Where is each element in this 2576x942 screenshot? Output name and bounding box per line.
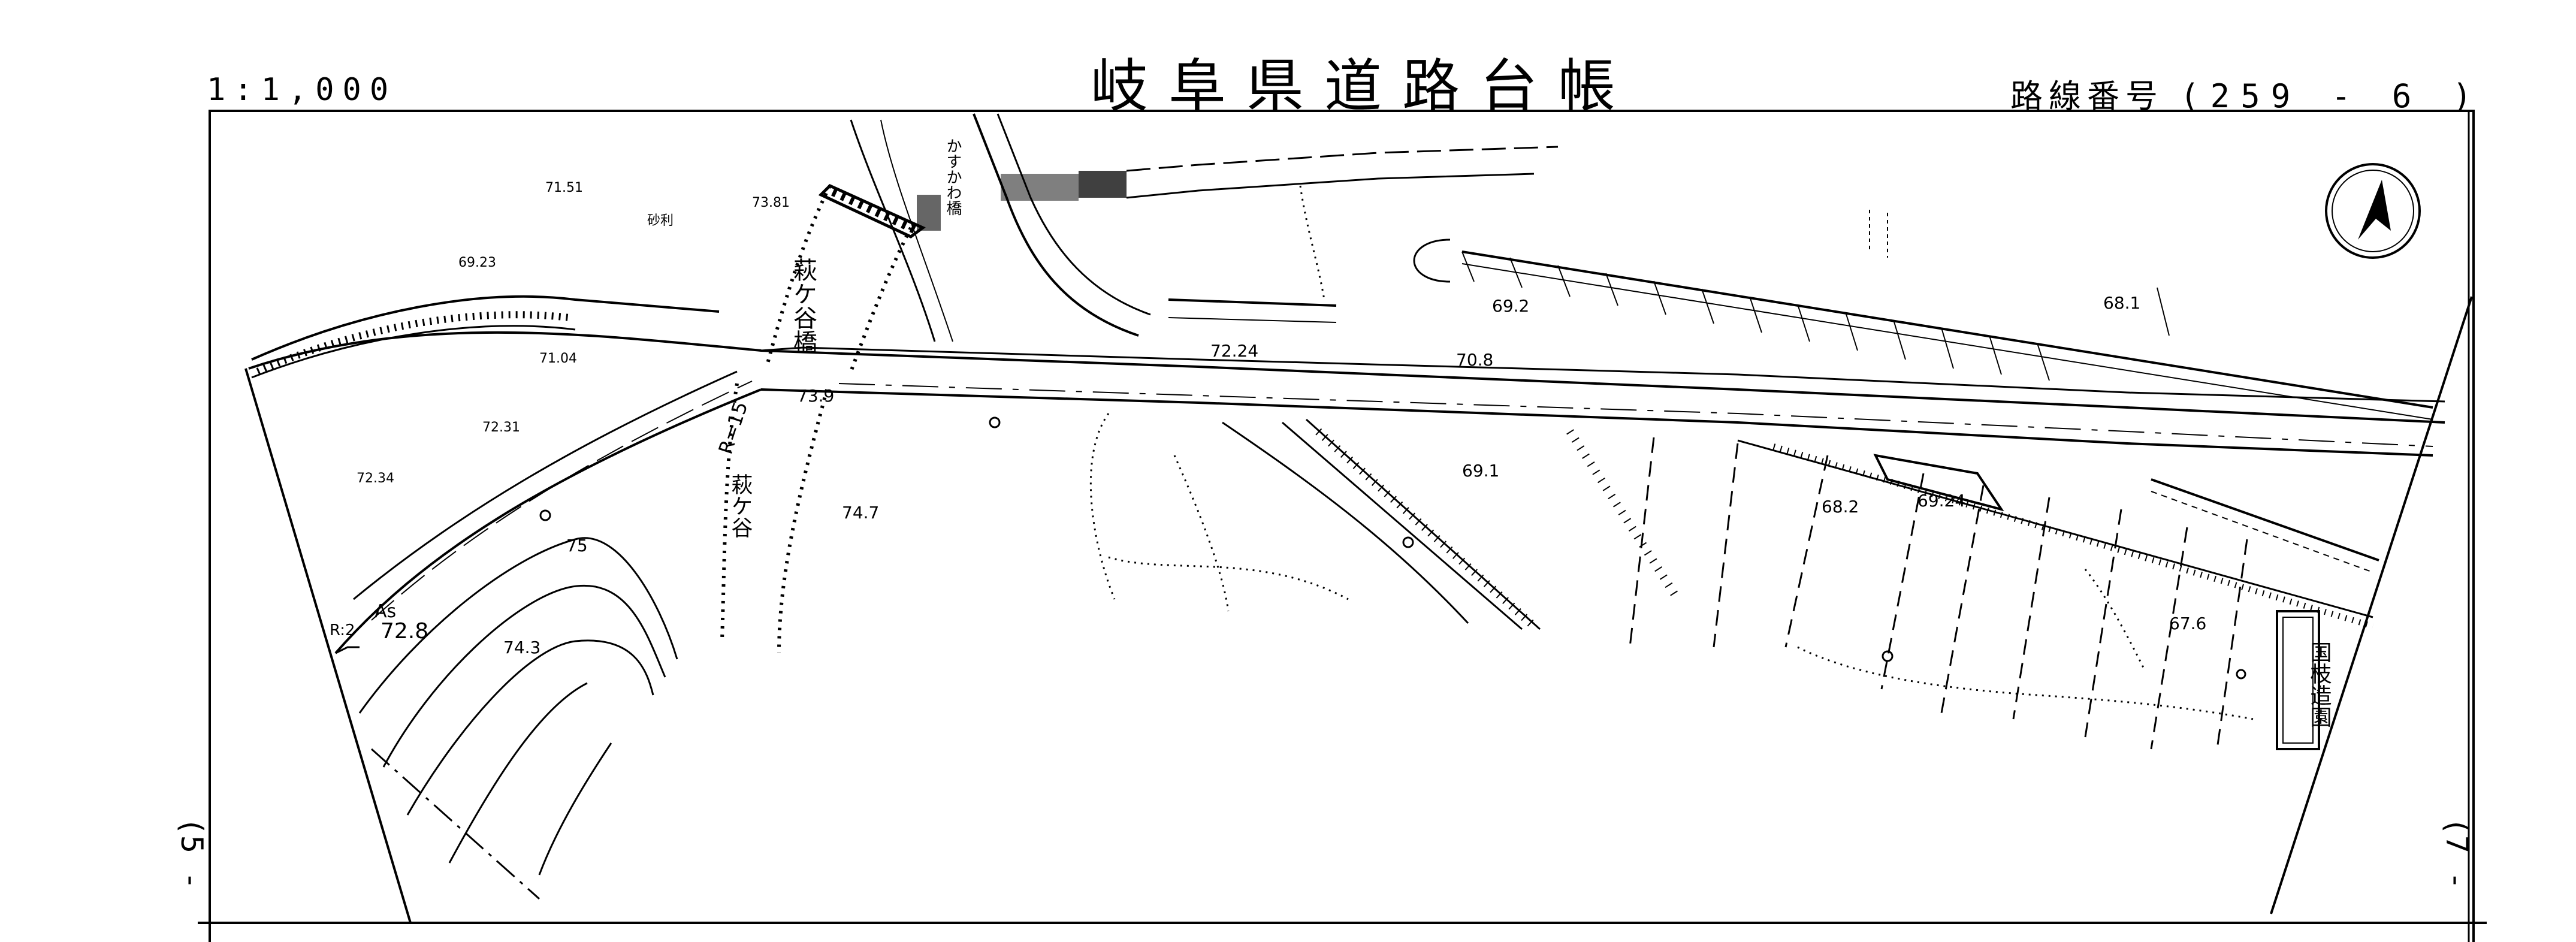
elevation-label: 68.1 bbox=[2103, 293, 2140, 313]
main-road bbox=[248, 331, 2445, 457]
elevation-label: 74.3 bbox=[503, 638, 540, 657]
slope-center bbox=[1222, 418, 1681, 630]
elevation-label: 72.8 bbox=[380, 619, 428, 644]
survey-boundary-right bbox=[2270, 296, 2473, 914]
survey-boundary-left bbox=[244, 368, 412, 923]
elevation-label: 69.2 bbox=[1492, 296, 1529, 316]
contour-lines bbox=[358, 537, 678, 900]
river-hagigaya bbox=[720, 185, 913, 654]
elevation-labels: 71.51 73.81 69.23 71.04 72.31 72.34 72.8… bbox=[357, 180, 2206, 657]
paved-block-top bbox=[1001, 146, 1559, 201]
elevation-label: 71.04 bbox=[539, 351, 577, 366]
route-number-value: (259 - 6 ) bbox=[2180, 77, 2483, 115]
embankment-upper-right bbox=[1168, 210, 2433, 420]
pavement-r-label: R:2 bbox=[330, 621, 355, 639]
embankment-lower-right bbox=[1737, 439, 2379, 629]
north-arrow-icon bbox=[2325, 163, 2421, 259]
map-frame bbox=[209, 110, 2475, 942]
elevation-label: 70.8 bbox=[1456, 350, 1493, 370]
page-title: 岐阜県道路台帳 bbox=[1091, 53, 1636, 120]
north-road bbox=[850, 113, 1151, 342]
approach-road bbox=[334, 370, 762, 654]
elevation-label: 72.34 bbox=[357, 471, 394, 486]
place-labels: 萩ケ谷橋 萩ケ谷 かすかわ橋 国枝造園 R=15 砂利 As R:2 bbox=[330, 138, 2332, 727]
elevation-label: 72.24 bbox=[1210, 341, 1258, 361]
route-number: 路線番号 (259 - 6 ) bbox=[2010, 70, 2483, 117]
map-scale: 1:1,000 bbox=[207, 72, 397, 108]
river-kana-label: かすかわ橋 bbox=[944, 138, 962, 216]
elevation-label: 74.7 bbox=[842, 503, 879, 523]
elevation-label: 69.23 bbox=[458, 255, 496, 270]
side-road-upper-left bbox=[251, 295, 720, 379]
elevation-label: 69.1 bbox=[1462, 461, 1499, 481]
river-name-label: 萩ケ谷 bbox=[728, 473, 753, 538]
bridge-name-label: 萩ケ谷橋 bbox=[789, 258, 817, 354]
park-name-label: 国枝造園 bbox=[2307, 641, 2332, 727]
elevation-label: 68.2 bbox=[1822, 497, 1859, 517]
elevation-label: 73.9 bbox=[797, 386, 834, 406]
elevation-label: 75 bbox=[566, 536, 588, 555]
route-label: 路線番号 bbox=[2010, 77, 2164, 115]
bridge-hagigaya bbox=[818, 184, 941, 238]
elevation-label: 67.6 bbox=[2169, 614, 2206, 633]
sand-label: 砂利 bbox=[647, 213, 674, 228]
map-symbols bbox=[539, 416, 2246, 680]
dotted-boundaries bbox=[1089, 185, 2254, 720]
small-structure bbox=[1873, 454, 2004, 512]
elevation-label: 73.81 bbox=[752, 195, 790, 210]
nursery-building bbox=[2276, 610, 2320, 750]
elevation-label: 71.51 bbox=[545, 180, 583, 195]
elevation-label: 72.31 bbox=[482, 420, 520, 435]
elevation-label: 69.24 bbox=[1917, 491, 1965, 511]
parcel-boundaries bbox=[1629, 437, 2248, 750]
pavement-as-label: As bbox=[375, 601, 396, 622]
